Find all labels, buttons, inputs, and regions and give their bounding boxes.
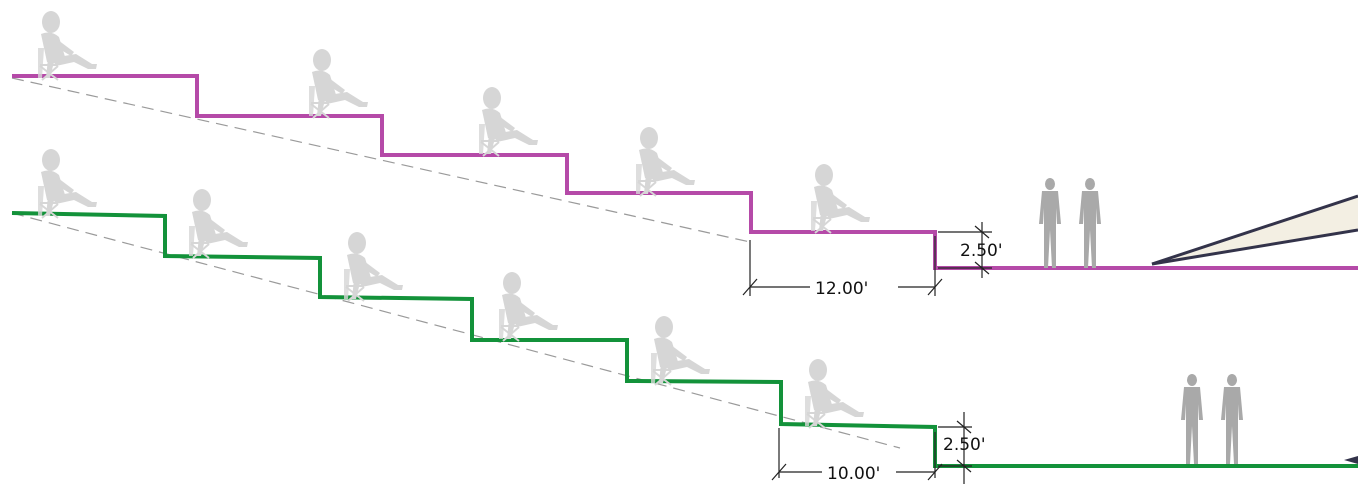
seated-spectator-icon [188, 188, 249, 259]
seated-spectator-icon [308, 48, 369, 119]
seated-spectator-icon [804, 358, 865, 429]
lower-tread-dimension: 10.00' [827, 464, 880, 484]
lower-sightline [11, 212, 901, 449]
upper-section: 12.00' 2.50' [11, 10, 1358, 299]
standing-person-icon [1039, 178, 1061, 268]
lower-riser-dimension: 2.50' [943, 435, 986, 455]
standing-person-icon [1181, 374, 1203, 464]
seated-spectator-icon [810, 163, 871, 234]
lower-dimensions [771, 412, 972, 484]
upper-sightline [11, 77, 751, 243]
seated-spectator-icon [498, 271, 559, 342]
seated-spectator-icon [37, 148, 98, 219]
upper-tread-dimension: 12.00' [815, 279, 868, 299]
seated-spectator-icon [343, 231, 404, 302]
standing-person-icon [1079, 178, 1101, 268]
lower-tier-profile [11, 211, 1358, 468]
seated-spectator-icon [635, 126, 696, 197]
seated-spectator-icon [650, 315, 711, 386]
upper-dimensions [742, 222, 992, 296]
standing-person-icon [1221, 374, 1243, 464]
upper-riser-dimension: 2.50' [960, 241, 1003, 261]
lower-section: 10.00' 2.50' [11, 148, 1358, 484]
seated-spectator-icon [478, 86, 539, 157]
projection-wedge-edge [1344, 456, 1358, 464]
seated-spectator-icon [37, 10, 98, 81]
